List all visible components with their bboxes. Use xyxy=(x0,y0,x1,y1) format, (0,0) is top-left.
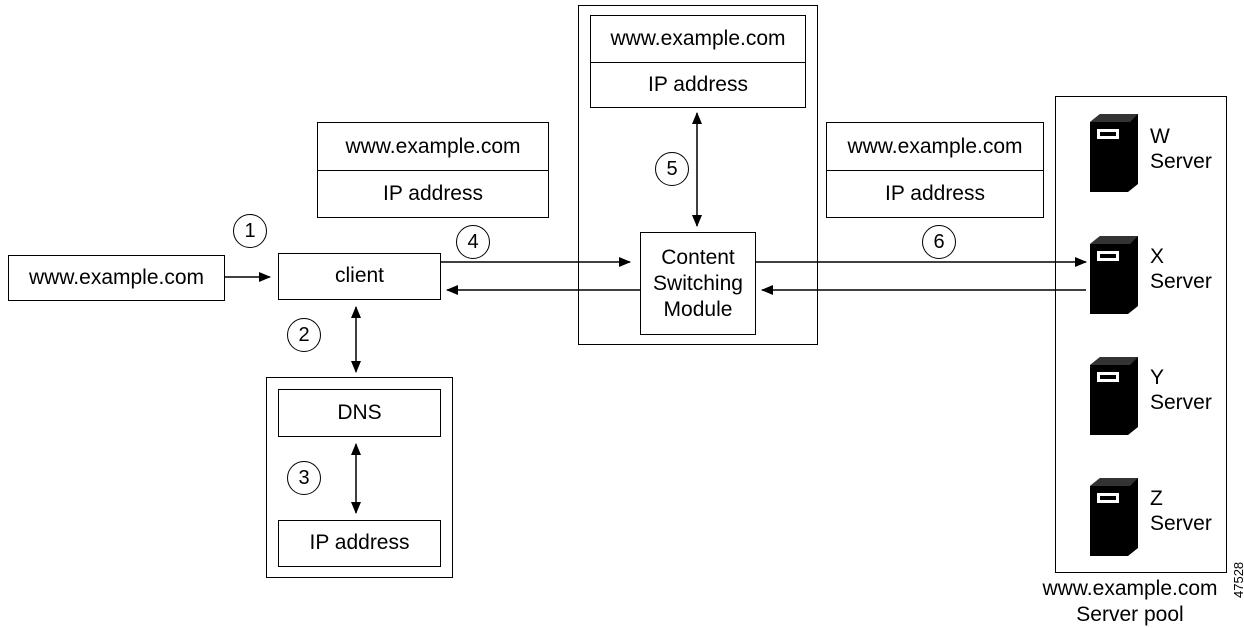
server-pool-frame xyxy=(1055,96,1227,573)
client-box: client xyxy=(278,253,441,300)
step-5: 5 xyxy=(655,152,689,186)
server-y-letter: Y xyxy=(1150,366,1165,389)
server-pool-caption: www.example.com Server pool xyxy=(1030,576,1230,628)
server-y: Y Server xyxy=(1090,357,1220,437)
server-tower-icon xyxy=(1090,114,1138,192)
step-4: 4 xyxy=(456,225,490,259)
server-tower-icon xyxy=(1090,357,1138,435)
step-6: 6 xyxy=(922,225,956,259)
module-line-2: Switching xyxy=(653,271,743,295)
figure-id: 47528 xyxy=(1231,561,1244,598)
url-box-label: www.example.com xyxy=(28,265,205,289)
dns-ip-box: IP address xyxy=(278,520,441,567)
server-x-label: Server xyxy=(1150,270,1212,293)
dns-frame xyxy=(266,377,453,578)
step-2: 2 xyxy=(287,318,321,352)
pool-caption-url: www.example.com xyxy=(1042,577,1218,600)
pair-center-ip: IP address xyxy=(647,73,748,96)
client-label: client xyxy=(334,264,385,288)
pair-center: www.example.com IP address xyxy=(590,15,806,108)
server-tower-icon xyxy=(1090,236,1138,314)
pair-left: www.example.com IP address xyxy=(317,122,549,218)
dns-label: DNS xyxy=(337,400,382,424)
server-z: Z Server xyxy=(1090,478,1220,558)
pair-left-url: www.example.com xyxy=(318,123,548,171)
module-line-3: Module xyxy=(663,297,733,321)
dns-box: DNS xyxy=(278,389,441,437)
pair-center-url: www.example.com xyxy=(591,16,805,63)
server-w: W Server xyxy=(1090,114,1220,194)
server-tower-icon xyxy=(1090,478,1138,556)
server-w-label: Server xyxy=(1150,150,1212,173)
server-y-label: Server xyxy=(1150,391,1212,414)
pair-right-ip: IP address xyxy=(884,182,985,205)
step-1: 1 xyxy=(233,214,267,248)
server-x: X Server xyxy=(1090,236,1220,316)
server-x-letter: X xyxy=(1150,245,1165,268)
pair-right-url: www.example.com xyxy=(827,123,1043,171)
pool-caption-name: Server pool xyxy=(1076,603,1184,626)
pair-left-ip: IP address xyxy=(382,182,483,205)
server-z-label: Server xyxy=(1150,512,1212,535)
content-switching-module: Content Switching Module xyxy=(640,232,756,335)
server-z-letter: Z xyxy=(1150,487,1163,510)
module-line-1: Content xyxy=(661,245,735,269)
pair-right: www.example.com IP address xyxy=(826,122,1044,218)
step-3: 3 xyxy=(287,461,321,495)
module-frame xyxy=(578,5,818,345)
dns-ip-label: IP address xyxy=(309,531,410,555)
server-w-letter: W xyxy=(1150,125,1170,148)
url-box: www.example.com xyxy=(8,255,225,301)
